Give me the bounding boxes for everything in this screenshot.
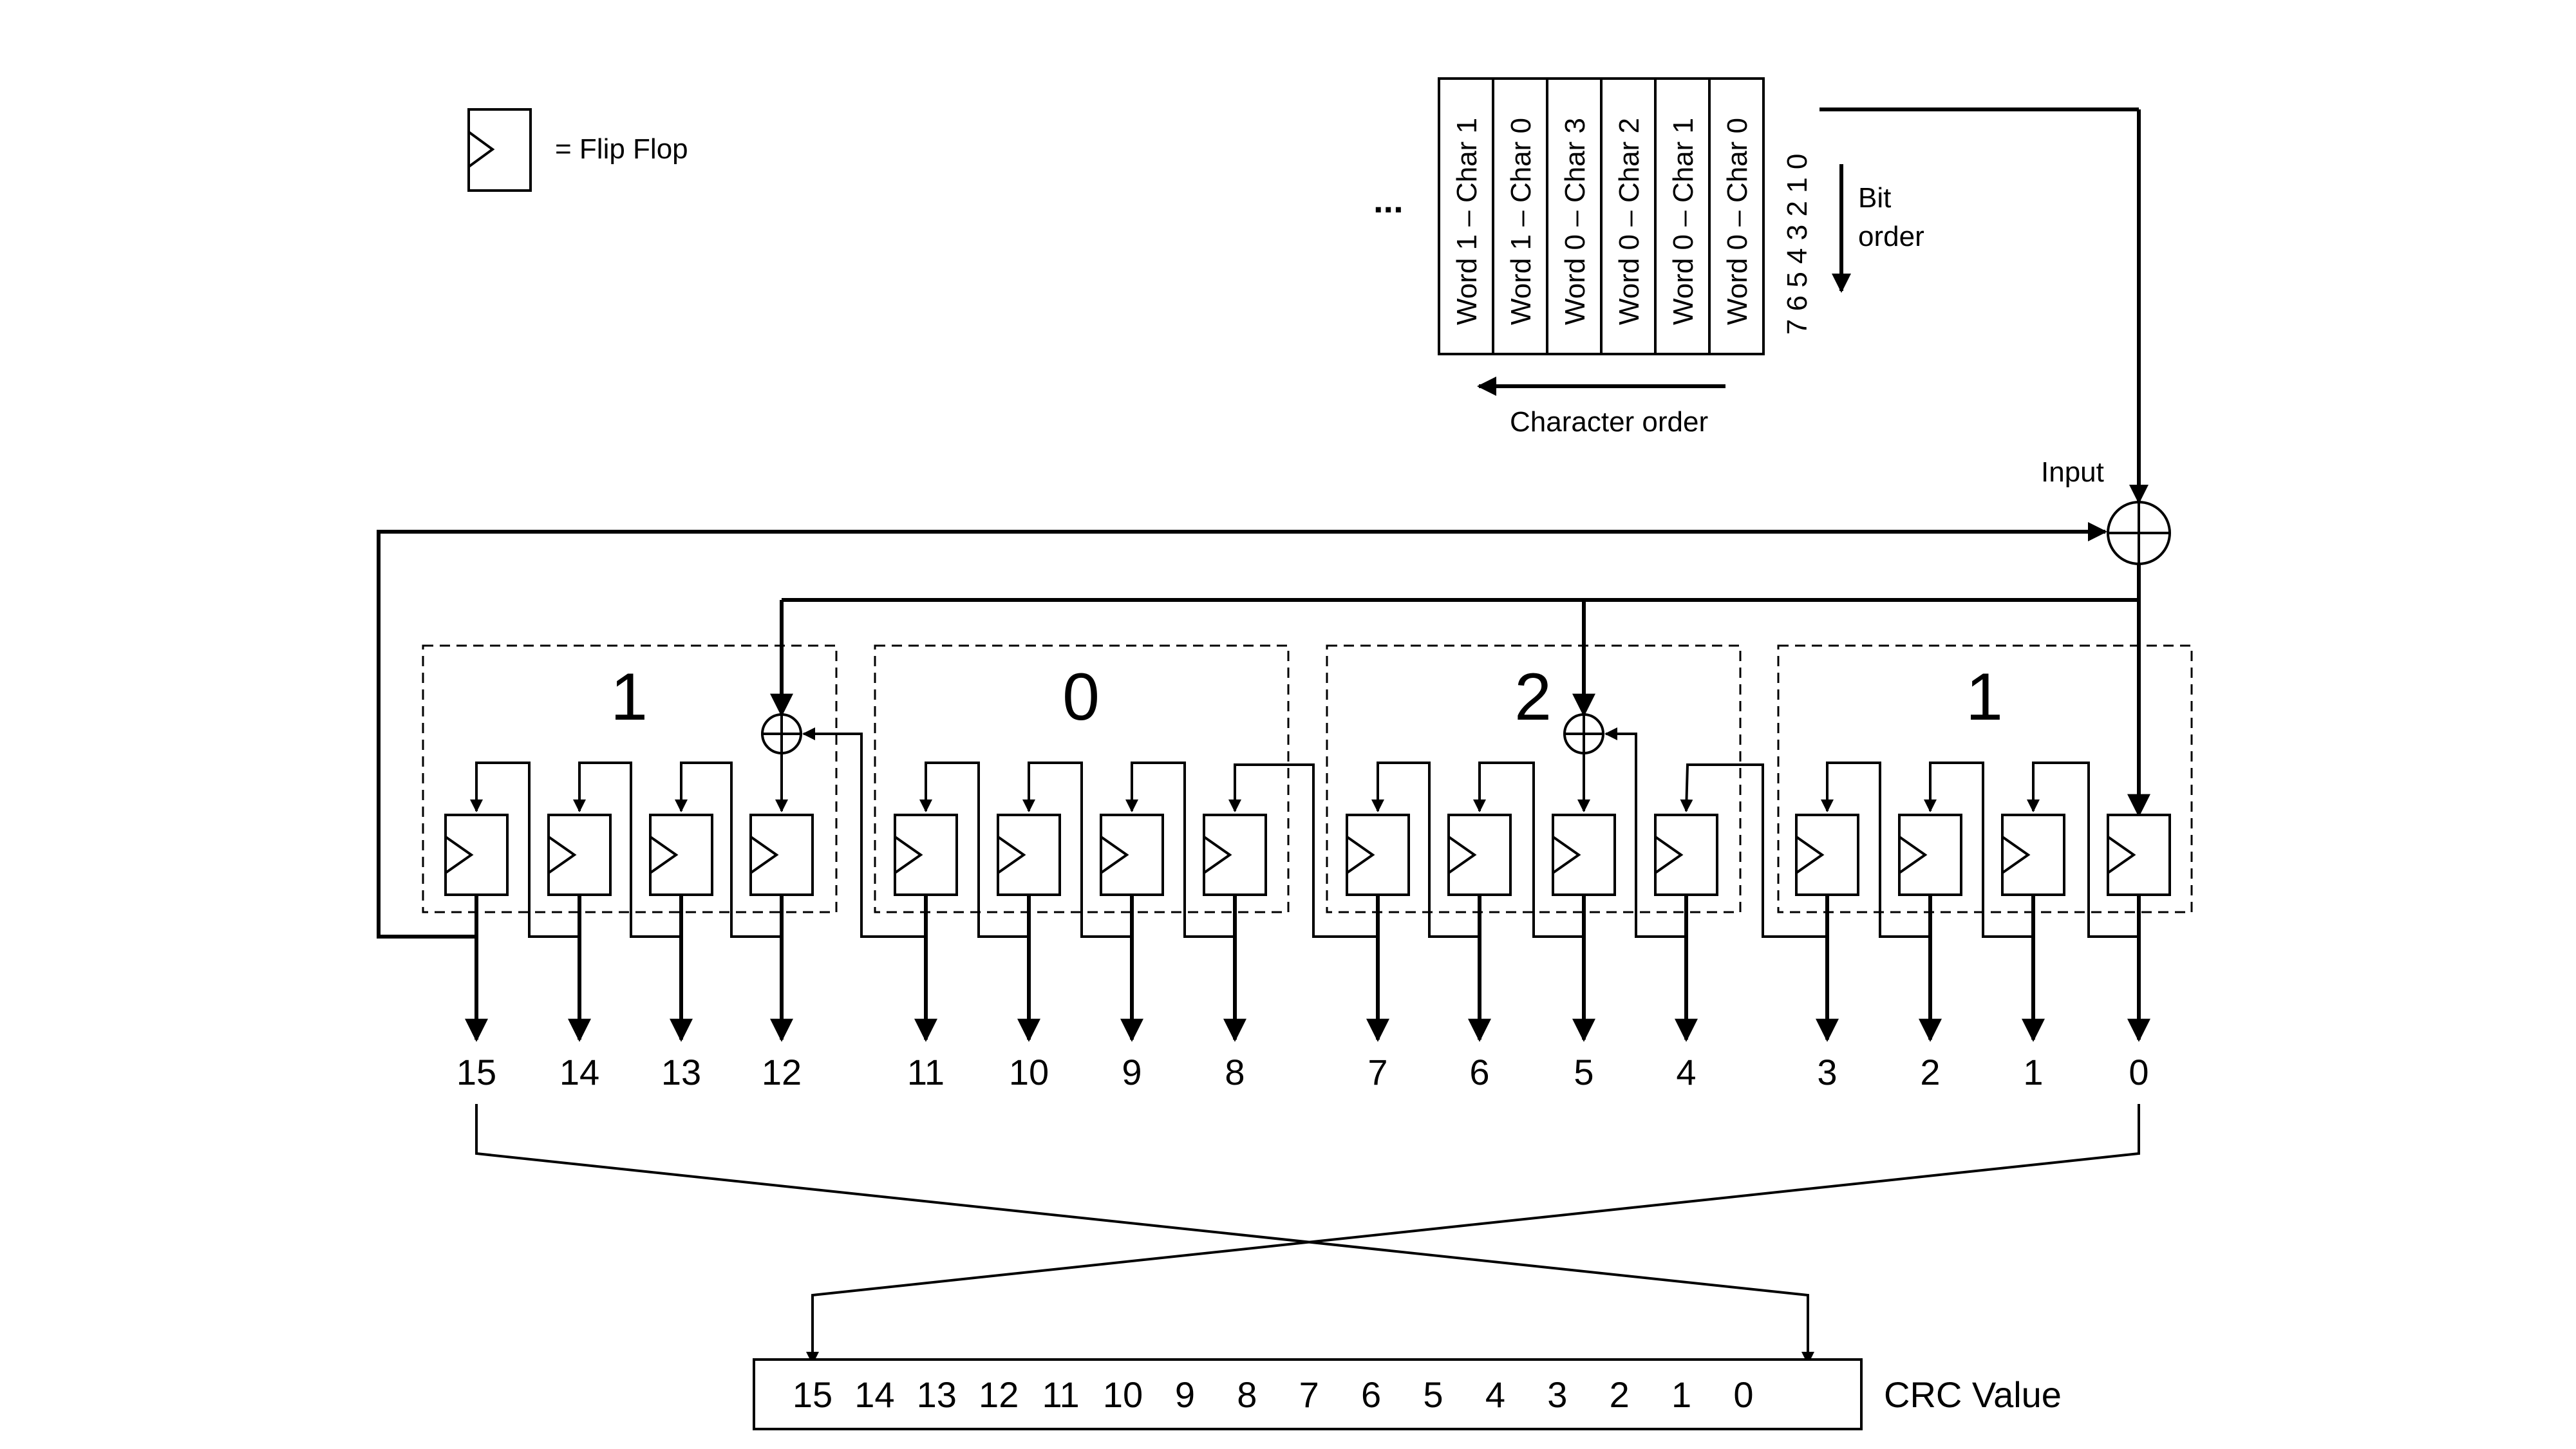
flip-flop-bit-10	[997, 814, 1061, 896]
crc-bit-label: 8	[1237, 1374, 1257, 1415]
flip-flop-bit-4	[1654, 814, 1718, 896]
nibble-group-label: 0	[1062, 660, 1100, 734]
bit-order-label-1: Bit	[1858, 182, 1891, 214]
flip-flop-bit-15	[444, 814, 509, 896]
character-order-label: Character order	[1510, 406, 1708, 438]
register-output-label: 14	[559, 1052, 599, 1092]
flip-flop-bit-5	[1552, 814, 1616, 896]
register-output-label: 12	[762, 1052, 802, 1092]
flip-flop-bit-0	[2107, 814, 2171, 896]
crc-bit-label: 9	[1175, 1374, 1195, 1415]
character-cell	[1492, 77, 1548, 355]
character-label: Word 1 – Char 1	[1451, 118, 1483, 325]
cross-line-0	[806, 1104, 2140, 1365]
cross-line-15	[475, 1104, 1814, 1365]
crc-bit-label: 10	[1103, 1374, 1143, 1415]
register-output-label: 1	[2023, 1052, 2043, 1092]
legend-label: = Flip Flop	[555, 133, 688, 165]
flip-flop-bit-6	[1447, 814, 1512, 896]
crc-bit-label: 13	[917, 1374, 957, 1415]
ellipsis-text: ...	[1373, 180, 1404, 220]
register-output-label: 9	[1122, 1052, 1142, 1092]
nibble-group-box	[1777, 644, 2193, 913]
input-stream: ... Word 1 – Char 1 Word 1 – Char 0 Word 0…	[1373, 77, 2148, 504]
register-output-label: 4	[1676, 1052, 1696, 1092]
crc-bit-label: 11	[1042, 1374, 1080, 1415]
nibble-group-label: 1	[1966, 660, 2003, 734]
register-output-label: 15	[456, 1052, 496, 1092]
nibble-groups: 1 0 2 1	[422, 644, 2193, 913]
crc-bit-label: 12	[979, 1374, 1019, 1415]
flip-flops	[444, 814, 2171, 896]
feedback-loop	[377, 522, 2107, 939]
register-output-label: 8	[1225, 1052, 1245, 1092]
register-output-label: 11	[907, 1052, 945, 1092]
register-output-label: 7	[1368, 1052, 1387, 1092]
crc-bit-label: 2	[1610, 1374, 1630, 1415]
crc-bit-label: 0	[1733, 1374, 1753, 1415]
nibble-group-box	[1326, 644, 1742, 913]
flip-flop-bit-9	[1100, 814, 1164, 896]
bit-reversal	[475, 1104, 2140, 1365]
xor-gate-bit-12	[761, 713, 802, 754]
flip-flop-bit-1	[2001, 814, 2065, 896]
flip-flop-bit-2	[1898, 814, 1962, 896]
register-output-label: 2	[1920, 1052, 1940, 1092]
feedback-network	[377, 501, 2171, 939]
character-cell	[1708, 77, 1765, 355]
register-wiring	[470, 727, 2139, 938]
xor-gate-bit-5	[1563, 713, 1604, 754]
clock-triangle-icon	[467, 131, 495, 168]
register-output-label: 0	[2129, 1052, 2148, 1092]
character-label: Word 0 – Char 0	[1722, 118, 1753, 325]
flip-flop-bit-8	[1203, 814, 1267, 896]
bit-numbers: 7 6 5 4 3 2 1 0	[1782, 154, 1813, 335]
nibble-group-label: 2	[1514, 660, 1552, 734]
crc-bit-label: 3	[1547, 1374, 1567, 1415]
bit-order-label-2: order	[1858, 221, 1924, 252]
input-label: Input	[2041, 456, 2104, 488]
crc-value-label: CRC Value	[1884, 1374, 2062, 1415]
legend-flip-flop-icon	[467, 108, 532, 192]
nibble-group-box	[874, 644, 1290, 913]
flip-flop-bit-3	[1795, 814, 1859, 896]
flip-flop-bit-13	[649, 814, 713, 896]
flip-flop-bit-11	[894, 814, 958, 896]
flip-flop-bit-7	[1346, 814, 1410, 896]
nibble-group-box	[422, 644, 838, 913]
character-label: Word 1 – Char 0	[1505, 118, 1537, 325]
crc-bit-label: 5	[1423, 1374, 1443, 1415]
register-output-label: 3	[1817, 1052, 1837, 1092]
register-output-label: 13	[661, 1052, 701, 1092]
character-label: Word 0 – Char 3	[1559, 118, 1591, 325]
crc-bit-label: 14	[854, 1374, 894, 1415]
crc-value-box	[753, 1358, 1863, 1430]
flip-flop-bit-14	[547, 814, 612, 896]
crc-bit-label: 1	[1671, 1374, 1691, 1415]
character-label: Word 0 – Char 2	[1613, 118, 1645, 325]
legend: = Flip Flop	[467, 108, 688, 192]
character-columns: Word 1 – Char 1 Word 1 – Char 0 Word 0 – C…	[1438, 77, 1765, 355]
character-label: Word 0 – Char 1	[1668, 118, 1699, 325]
crc-bit-label: 15	[793, 1374, 832, 1415]
crc-bit-label: 7	[1299, 1374, 1319, 1415]
register-output-label: 6	[1469, 1052, 1489, 1092]
crc-bit-label: 4	[1485, 1374, 1505, 1415]
character-cell	[1546, 77, 1603, 355]
nibble-group-label: 1	[610, 660, 648, 734]
register-output-label: 10	[1009, 1052, 1049, 1092]
flip-flop-bit-12	[749, 814, 814, 896]
register-output-label: 5	[1574, 1052, 1594, 1092]
crc-bit-label: 6	[1361, 1374, 1381, 1415]
